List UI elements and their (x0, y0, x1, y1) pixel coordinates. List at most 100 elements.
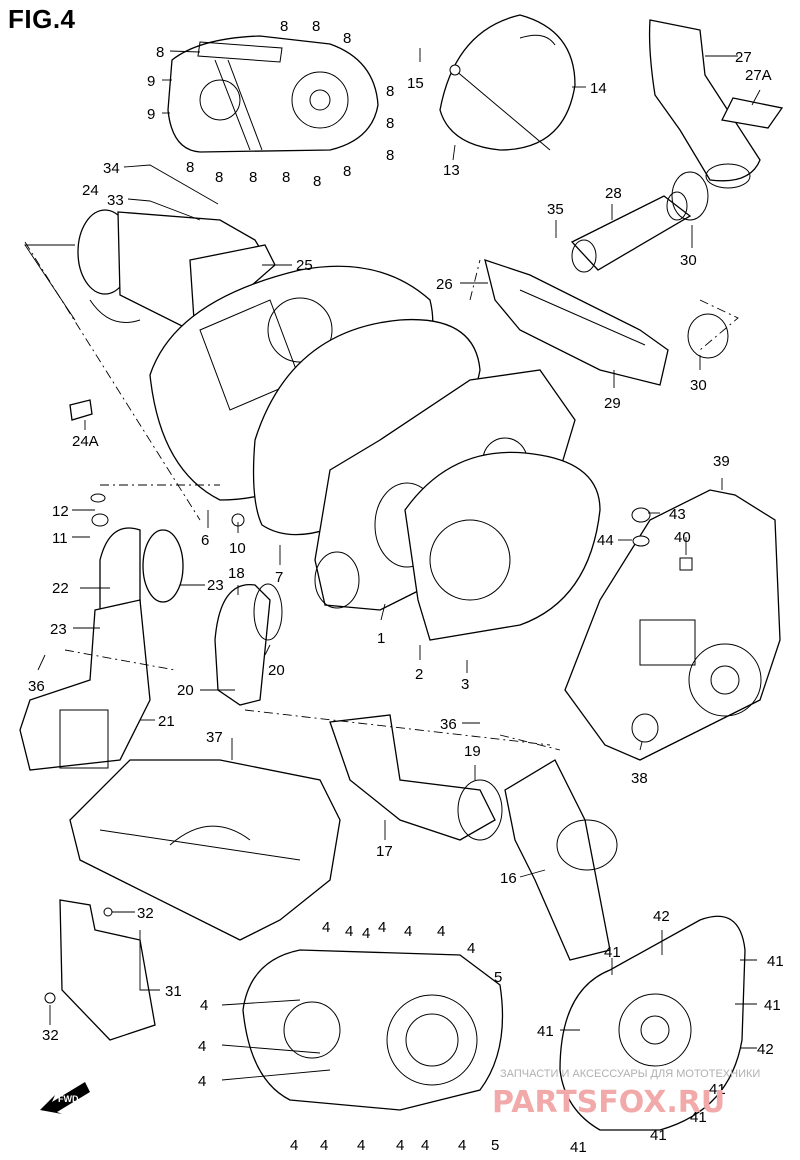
right-cover-group (564, 489, 781, 761)
callout-30: 30 (680, 252, 697, 269)
callout-19: 19 (464, 743, 481, 760)
callout-8: 8 (280, 18, 288, 35)
duct-29-group (484, 259, 669, 386)
callout-20: 20 (268, 662, 285, 679)
callout-24: 24 (82, 182, 99, 199)
callout-41: 41 (604, 944, 621, 961)
fwd-text: FWD (58, 1094, 79, 1104)
callout-1: 1 (377, 630, 385, 647)
plate-31-group (44, 899, 156, 1041)
callout-41: 41 (690, 1109, 707, 1126)
callout-8: 8 (156, 44, 164, 61)
callout-43: 43 (669, 506, 686, 523)
callout-4: 4 (437, 923, 445, 940)
callout-4: 4 (357, 1137, 365, 1154)
callout-15: 15 (407, 75, 424, 92)
callout-41: 41 (709, 1081, 726, 1098)
callout-35: 35 (547, 201, 564, 218)
callout-2: 2 (415, 666, 423, 683)
callout-24A: 24A (72, 433, 99, 450)
callout-42: 42 (653, 908, 670, 925)
callout-32: 32 (137, 905, 154, 922)
fwd-arrow: FWD (40, 1082, 90, 1114)
watermark: ЗАПЧАСТИ И АКСЕССУАРЫ ДЛЯ МОТОТЕХНИКИ PA… (492, 1068, 760, 1120)
callout-33: 33 (107, 192, 124, 209)
callout-36: 36 (440, 716, 457, 733)
callout-4: 4 (404, 923, 412, 940)
callout-4: 4 (345, 923, 353, 940)
callout-4: 4 (200, 997, 208, 1014)
watermark-tagline: ЗАПЧАСТИ И АКСЕССУАРЫ ДЛЯ МОТОТЕХНИКИ (500, 1068, 760, 1080)
callout-28: 28 (605, 185, 622, 202)
callout-32: 32 (42, 1027, 59, 1044)
callout-41: 41 (537, 1023, 554, 1040)
callout-41: 41 (650, 1127, 667, 1144)
callout-8: 8 (312, 18, 320, 35)
callout-3: 3 (461, 676, 469, 693)
callout-42: 42 (757, 1041, 774, 1058)
callout-38: 38 (631, 770, 648, 787)
callout-9: 9 (147, 106, 155, 123)
callout-13: 13 (443, 162, 460, 179)
callout-4: 4 (198, 1038, 206, 1055)
callout-8: 8 (215, 169, 223, 186)
callout-8: 8 (282, 169, 290, 186)
lower-left-duct-group (19, 493, 283, 771)
callout-23: 23 (207, 577, 224, 594)
callout-5: 5 (491, 1137, 499, 1154)
callout-23: 23 (50, 621, 67, 638)
figure-title: FIG.4 (8, 4, 76, 34)
callout-4: 4 (320, 1137, 328, 1154)
callout-27: 27 (735, 49, 752, 66)
callout-9: 9 (147, 73, 155, 90)
callout-14: 14 (590, 80, 607, 97)
callout-21: 21 (158, 713, 175, 730)
cover-37-group (69, 759, 341, 941)
inner-cover-group (149, 265, 481, 536)
callout-26: 26 (436, 276, 453, 293)
callout-8: 8 (343, 163, 351, 180)
intake-duct-group (648, 19, 784, 189)
callout-20: 20 (177, 682, 194, 699)
callout-25: 25 (296, 257, 313, 274)
callout-4: 4 (198, 1073, 206, 1090)
callout-36: 36 (28, 678, 45, 695)
callout-8: 8 (313, 173, 321, 190)
callout-37: 37 (206, 729, 223, 746)
cover-plate-group (439, 14, 576, 151)
callout-8: 8 (386, 115, 394, 132)
callout-4: 4 (378, 919, 386, 936)
lower-duct-group (329, 714, 618, 961)
callout-40: 40 (674, 529, 691, 546)
callout-4: 4 (396, 1137, 404, 1154)
outer-cover-group (167, 35, 379, 153)
callout-6: 6 (201, 532, 209, 549)
callout-4: 4 (290, 1137, 298, 1154)
callout-8: 8 (186, 159, 194, 176)
callout-34: 34 (103, 160, 120, 177)
callout-44: 44 (597, 532, 614, 549)
callout-29: 29 (604, 395, 621, 412)
callout-27A: 27A (745, 67, 772, 84)
callout-8: 8 (249, 169, 257, 186)
callout-4: 4 (322, 919, 330, 936)
callout-11: 11 (52, 530, 68, 547)
callout-16: 16 (500, 870, 517, 887)
right-gasket-group (559, 915, 746, 1131)
callout-7: 7 (275, 569, 283, 586)
callout-8: 8 (343, 30, 351, 47)
crankcase-group (314, 369, 601, 641)
callout-4: 4 (421, 1137, 429, 1154)
callout-8: 8 (386, 147, 394, 164)
callout-12: 12 (52, 503, 69, 520)
callout-8: 8 (386, 83, 394, 100)
callout-41: 41 (767, 953, 784, 970)
callout-17: 17 (376, 843, 393, 860)
callout-30: 30 (690, 377, 707, 394)
bottom-gasket-group (242, 949, 504, 1111)
callout-39: 39 (713, 453, 730, 470)
callout-4: 4 (362, 925, 370, 942)
callout-labels: 8 8 8 8 8 8 8 8 8 8 8 8 8 9 9 34 33 24 2… (28, 18, 784, 1156)
callout-18: 18 (228, 565, 245, 582)
